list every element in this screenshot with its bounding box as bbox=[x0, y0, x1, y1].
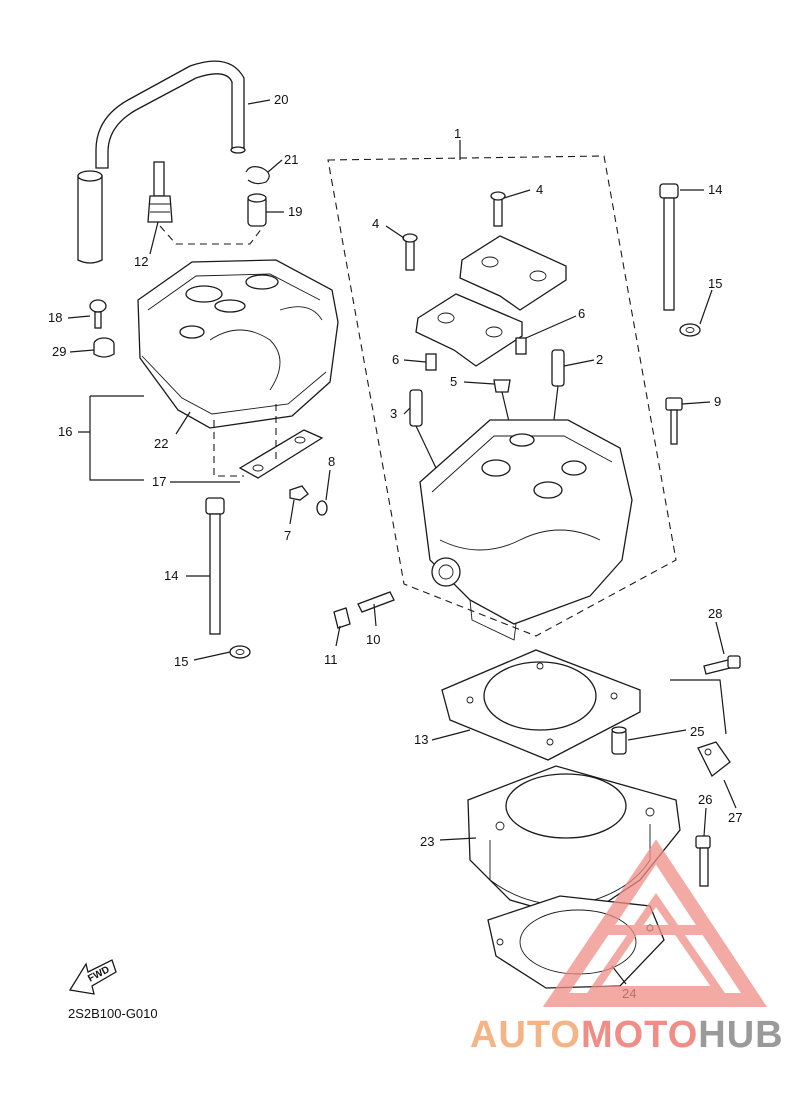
callout-17: 17 bbox=[152, 474, 166, 489]
callout-22: 22 bbox=[154, 436, 168, 451]
callout-2: 2 bbox=[596, 352, 603, 367]
cover-gasket bbox=[213, 404, 324, 479]
watermark-part-auto: AUTO bbox=[470, 1014, 581, 1056]
callout-14: 14 bbox=[708, 182, 722, 197]
callout-16: 16 bbox=[58, 424, 72, 439]
diagram-code: 2S2B100-G010 bbox=[68, 1006, 158, 1021]
callout-15: 15 bbox=[708, 276, 722, 291]
callout-14b: 14 bbox=[164, 568, 178, 583]
cover-grommet bbox=[93, 337, 115, 358]
callout-20: 20 bbox=[274, 92, 288, 107]
callout-9: 9 bbox=[714, 394, 721, 409]
callout-18: 18 bbox=[48, 310, 62, 325]
callout-27: 27 bbox=[728, 810, 742, 825]
callout-8: 8 bbox=[328, 454, 335, 469]
watermark-logo: AUTOMOTOHUB bbox=[470, 1014, 784, 1057]
callout-1: 1 bbox=[454, 126, 461, 141]
callout-10: 10 bbox=[366, 632, 380, 647]
camshaft-caps bbox=[402, 191, 567, 371]
bolt-28 bbox=[670, 655, 741, 735]
callout-5: 5 bbox=[450, 374, 457, 389]
callout-4b: 4 bbox=[372, 216, 379, 231]
leader-lines bbox=[67, 99, 737, 985]
callout-6: 6 bbox=[578, 306, 585, 321]
bolt-9 bbox=[665, 397, 683, 445]
spark-plug bbox=[147, 161, 263, 245]
small-fittings bbox=[289, 485, 395, 629]
callout-25: 25 bbox=[690, 724, 704, 739]
callout-23: 23 bbox=[420, 834, 434, 849]
head-cover bbox=[137, 259, 339, 429]
callout-21: 21 bbox=[284, 152, 298, 167]
breather-hose bbox=[77, 60, 246, 264]
bracket-27 bbox=[697, 741, 731, 777]
callout-7: 7 bbox=[284, 528, 291, 543]
cover-bolt bbox=[89, 299, 107, 329]
head-bolt-left bbox=[205, 497, 251, 659]
fwd-arrow-icon: FWD bbox=[68, 959, 117, 995]
callout-3: 3 bbox=[390, 406, 397, 421]
bolt-26 bbox=[695, 835, 711, 887]
hose-joint bbox=[247, 193, 267, 227]
callout-15b: 15 bbox=[174, 654, 188, 669]
callout-28: 28 bbox=[708, 606, 722, 621]
callout-4: 4 bbox=[536, 182, 543, 197]
watermark-triangle-icon bbox=[542, 839, 768, 1007]
callout-29: 29 bbox=[52, 344, 66, 359]
callout-19: 19 bbox=[288, 204, 302, 219]
callout-12: 12 bbox=[134, 254, 148, 269]
cylinder bbox=[467, 765, 681, 921]
callout-13: 13 bbox=[414, 732, 428, 747]
watermark-part-moto: MOTO bbox=[580, 1014, 699, 1056]
hose-clip bbox=[245, 166, 270, 185]
head-bolt-right bbox=[659, 183, 701, 337]
dowel-pin bbox=[611, 726, 627, 755]
callout-6b: 6 bbox=[392, 352, 399, 367]
watermark-part-hub: HUB bbox=[698, 1014, 784, 1056]
cylinder-head bbox=[419, 419, 633, 641]
callout-26: 26 bbox=[698, 792, 712, 807]
head-gasket bbox=[441, 649, 641, 761]
callout-11: 11 bbox=[324, 652, 338, 667]
assembly-box bbox=[327, 155, 677, 637]
